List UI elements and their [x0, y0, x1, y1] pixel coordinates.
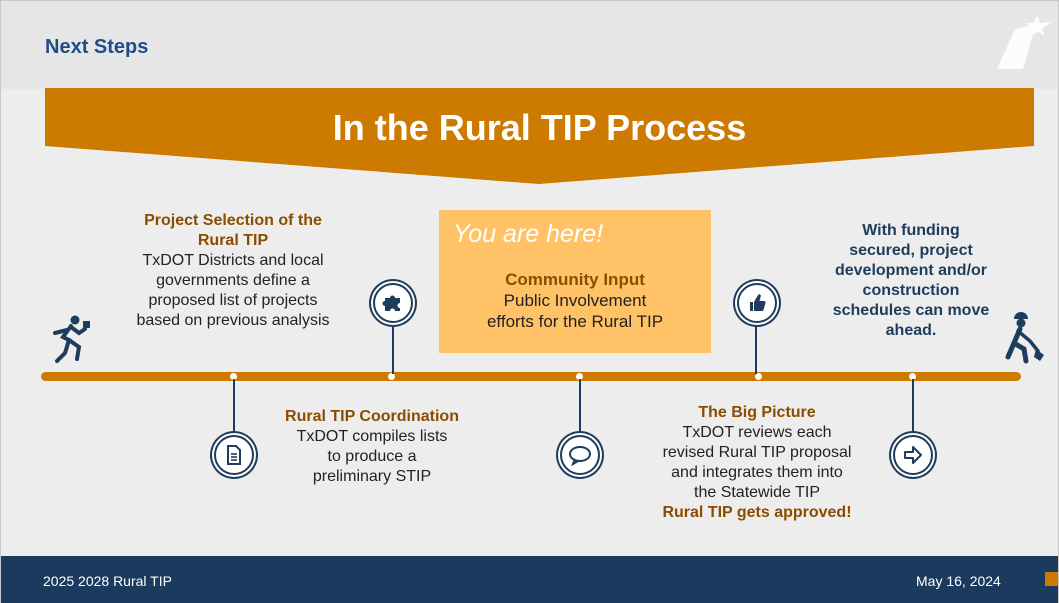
- step-text: Public Involvement: [503, 291, 647, 310]
- step-title: The Big Picture: [698, 404, 816, 421]
- you-are-here-label: You are here!: [453, 220, 604, 248]
- step-coordination: Rural TIP Coordination TxDOT compiles li…: [283, 407, 461, 487]
- timeline-connector: [755, 323, 757, 374]
- step-funding-secured: With funding secured, project developmen…: [801, 221, 1021, 341]
- footer-bar: [1, 556, 1058, 603]
- timeline-dot: [755, 373, 762, 380]
- timeline-bar: [41, 372, 1021, 381]
- timeline-dot: [230, 373, 237, 380]
- timeline-dot: [909, 373, 916, 380]
- banner-shape: [45, 88, 1034, 184]
- step-text: development and/or: [834, 262, 988, 279]
- thumbs-up-icon: [737, 283, 777, 323]
- timeline-connector: [392, 319, 394, 374]
- banner-title: In the Rural TIP Process: [332, 107, 747, 148]
- step-project-selection: Project Selection of the Rural TIP TxDOT…: [105, 211, 361, 331]
- footer-left-text: 2025 2028 Rural TIP: [43, 573, 172, 589]
- timeline-dot: [576, 373, 583, 380]
- step-title: Community Input: [505, 270, 645, 289]
- you-are-here-box: [439, 210, 711, 353]
- page-title: Next Steps: [45, 36, 149, 58]
- step-text: secured, project: [849, 242, 973, 259]
- step-title: Rural TIP: [197, 232, 269, 249]
- approval-note: Rural TIP gets approved!: [662, 504, 852, 521]
- step-community-input: Community Input Public Involvement effor…: [449, 269, 701, 332]
- step-text: schedules can move: [832, 302, 990, 319]
- document-icon: [214, 435, 254, 475]
- footer-date: May 16, 2024: [916, 573, 1001, 589]
- txdot-logo: [997, 15, 1053, 69]
- header-bar: Next Steps: [1, 1, 1058, 89]
- speech-bubble-icon: [560, 435, 600, 475]
- timeline-connector: [233, 379, 235, 435]
- timeline-connector: [912, 379, 914, 435]
- step-big-picture: The Big Picture TxDOT reviews each revis…: [635, 403, 879, 523]
- step-text: preliminary STIP: [312, 468, 432, 485]
- step-title: Project Selection of the: [144, 212, 322, 229]
- step-text: and integrates them into: [671, 464, 843, 481]
- arrow-right-icon: [893, 435, 933, 475]
- step-text: proposed list of projects: [148, 292, 318, 309]
- worker-icon: [1005, 312, 1044, 364]
- step-text: to produce a: [327, 448, 417, 465]
- step-text: TxDOT compiles lists: [296, 428, 448, 445]
- step-text: the Statewide TIP: [694, 484, 820, 501]
- step-text: TxDOT Districts and local: [142, 252, 324, 269]
- step-text: TxDOT reviews each: [682, 424, 832, 441]
- step-text: With funding: [862, 222, 960, 239]
- step-title: Rural TIP Coordination: [285, 408, 459, 425]
- runner-icon: [53, 315, 90, 363]
- step-text: revised Rural TIP proposal: [662, 444, 852, 461]
- step-text: governments define a: [156, 272, 310, 289]
- step-text: construction: [862, 282, 960, 299]
- timeline-dot: [388, 373, 395, 380]
- step-text: efforts for the Rural TIP: [486, 312, 664, 331]
- step-text: ahead.: [885, 322, 937, 339]
- timeline-connector: [579, 379, 581, 435]
- step-text: based on previous analysis: [136, 312, 330, 329]
- footer-accent: [1045, 572, 1058, 586]
- puzzle-icon: [373, 283, 413, 323]
